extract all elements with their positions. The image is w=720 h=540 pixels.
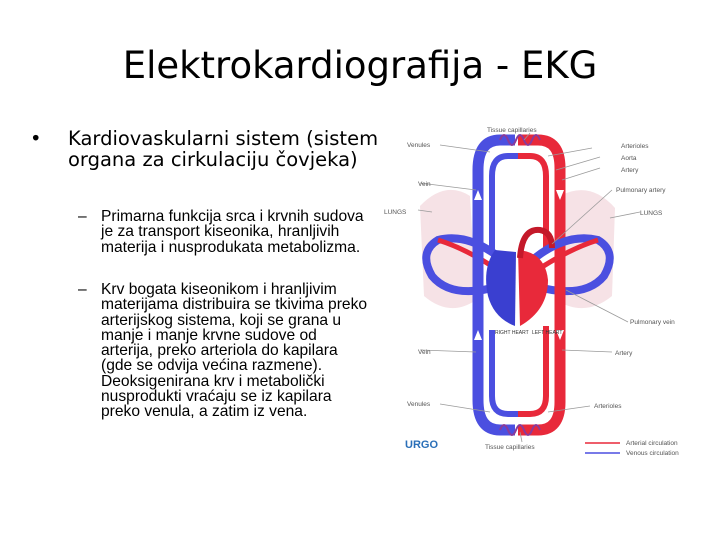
label-left-heart: LEFT HEART [532,330,562,336]
top-venous-small [489,153,518,250]
slide-title: Elektrokardiografija - EKG [122,44,598,87]
bottom-arterial-small [518,326,549,417]
top-venous-loop [472,134,515,250]
label-venules-bottom: Venules [407,401,431,408]
label-lungs-left: LUNGS [384,209,407,216]
label-pulmonary-vein: Pulmonary vein [630,319,675,326]
label-right-heart: RIGHT HEART [495,330,529,336]
label-tissue-capillaries-bottom: Tissue capillaries [485,444,535,451]
sub-bullet-2: – Krv bogata kiseonikom i hranljivim mat… [78,282,370,420]
label-arterioles-bottom: Arterioles [594,403,622,410]
right-heart-shape [486,250,516,326]
sub-bullet-marker: – [78,281,87,298]
flow-arrow-icon [556,190,564,200]
sub-bullet-1-text: Primarna funkcija srca i krvnih sudova j… [101,208,364,256]
sub-bullet-marker: – [78,208,87,225]
label-vein-top: Vein [418,181,431,188]
label-lungs-right: LUNGS [640,210,663,217]
right-pulmonary-vessel [527,234,614,296]
aorta-arch [517,226,555,259]
left-pulmonary-vessel [422,234,508,296]
label-vein-bottom: Vein [418,349,431,356]
left-heart-shape [518,250,548,326]
bottom-venous-small [489,330,518,417]
sub-bullet-2-text: Krv bogata kiseonikom i hranljivim mater… [101,281,368,421]
bottom-arterial-loop [518,250,566,436]
main-bullet-text: Kardiovaskularni sistem (sistem organa z… [68,127,379,171]
circulation-diagram: Tissue capillaries Venules Arterioles Ao… [384,127,679,457]
top-capillary-bed [499,134,541,146]
label-aorta: Aorta [621,155,637,162]
label-tissue-capillaries-top: Tissue capillaries [487,127,537,134]
label-arterioles-top: Arterioles [621,143,649,150]
bullet-marker: • [30,127,42,150]
label-venules-top: Venules [407,142,431,149]
label-artery-bottom: Artery [615,350,633,357]
bottom-capillary-bed [499,424,541,436]
label-pulmonary-artery-top: Pulmonary artery [616,187,666,194]
flow-arrow-icon [556,330,564,340]
label-artery-top: Artery [621,167,639,174]
sub-bullet-1: – Primarna funkcija srca i krvnih sudova… [78,209,370,255]
bottom-venous-loop [472,250,515,436]
legend-arterial-label: Arterial circulation [626,440,678,447]
top-arterial-small [518,153,549,250]
main-bullet: • Kardiovaskularni sistem (sistem organa… [30,128,380,170]
top-arterial-loop [518,134,566,250]
urgo-logo: URGO [405,439,438,451]
flow-arrow-icon [474,330,482,340]
legend-venous-label: Venous circulation [626,450,679,457]
leader-lines [417,132,641,443]
flow-arrow-icon [474,190,482,200]
